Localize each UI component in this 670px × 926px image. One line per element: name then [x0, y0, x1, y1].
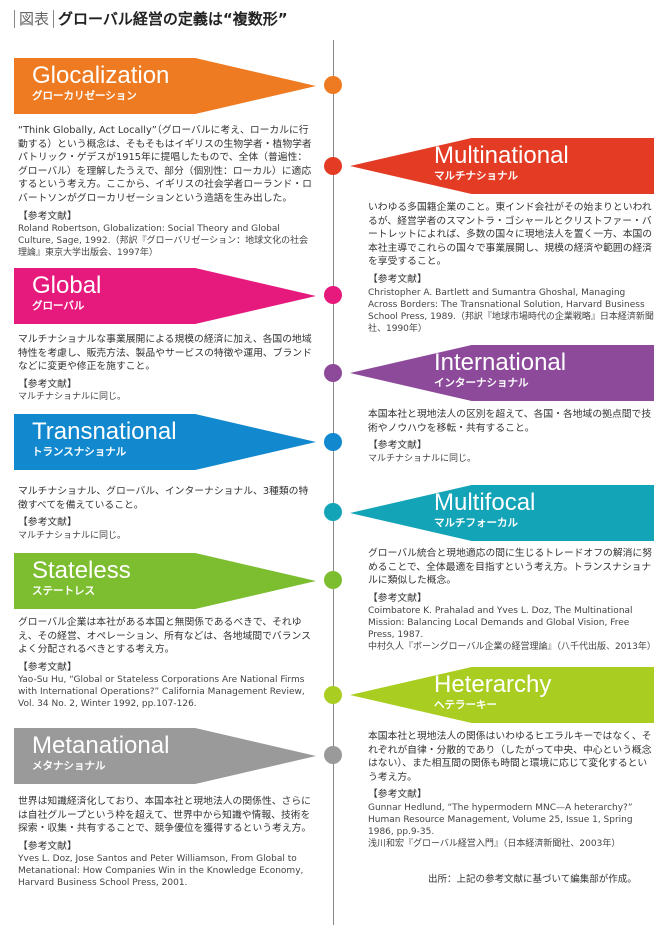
concept-name: Multifocal [434, 489, 536, 516]
concept-name: Heterarchy [434, 671, 552, 698]
figure-heading: グローバル経営の定義は“複数形” [58, 10, 288, 28]
concept-name-ja: メタナショナル [32, 760, 106, 772]
banner-multifocal: Multifocal マルチフォーカル [350, 485, 654, 541]
reference-label: 【参考文献】 [18, 517, 77, 529]
banner-transnational: Transnational トランスナショナル [14, 414, 316, 470]
concept-name-ja: グローバル [32, 300, 85, 312]
figure-tag: 図表 [14, 10, 55, 28]
timeline-dot-global [324, 286, 342, 304]
concept-description: 本国本社と現地法人の関係はいわゆるヒエラルキーではなく、それぞれが自律・分散的で… [368, 731, 652, 783]
concept-name: Multinational [434, 142, 569, 169]
reference-text: Christopher A. Bartlett and Sumantra Gho… [368, 287, 654, 334]
timeline-dot-multinational [324, 157, 342, 175]
description-heterarchy: 本国本社と現地法人の関係はいわゆるヒエラルキーではなく、それぞれが自律・分散的で… [368, 730, 656, 850]
description-metanational: 世界は知識経済化しており、本国本社と現地法人の関係性、さらには自社グループという… [18, 795, 312, 889]
source-note: 出所：上記の参考文献に基づいて編集部が作成。 [428, 874, 637, 885]
concept-name-ja: マルチナショナル [434, 170, 518, 182]
timeline-dot-metanational [324, 746, 342, 764]
banner-stateless: Stateless ステートレス [14, 553, 316, 609]
reference-text: Gunnar Hedlund, “The hypermodern MNC—A h… [368, 802, 633, 837]
description-international: 本国本社と現地法人の区別を超えて、各国・各地域の拠点間で技術やノウハウを移転・共… [368, 408, 656, 465]
concept-name-ja: マルチフォーカル [434, 517, 518, 529]
reference-label: 【参考文献】 [368, 592, 427, 604]
description-transnational: マルチナショナル、グローバル、インターナショナル、3種類の特徴すべてを備えている… [18, 485, 312, 542]
reference-text: マルチナショナルに同じ。 [18, 392, 127, 403]
reference-text: Roland Robertson, Globalization: Social … [18, 224, 309, 259]
description-global: マルチナショナルな事業展開による規模の経済に加え、各国の地域特性を考慮し、販売方… [18, 333, 312, 403]
reference-text-2: 浅川和宏『グローバル経営入門』（日本経済新聞社、2003年） [368, 838, 621, 849]
timeline-dot-transnational [324, 433, 342, 451]
reference-text-2: 中村久人『ボーングローバル企業の経営理論』（八千代出版、2013年） [368, 642, 656, 653]
concept-name: Stateless [32, 557, 131, 584]
concept-name: Glocalization [32, 62, 170, 89]
reference-text: Coimbatore K. Prahalad and Yves L. Doz, … [368, 606, 633, 641]
concept-description: “Think Globally, Act Locally”（グローバルに考え、ロ… [18, 125, 312, 204]
timeline-dot-multifocal [324, 503, 342, 521]
description-multinational: いわゆる多国籍企業のこと。東インド会社がその始まりといわれるが、経営学者のスマン… [368, 201, 656, 335]
banner-glocalization: Glocalization グローカリゼーション [14, 58, 316, 114]
banner-metanational: Metanational メタナショナル [14, 728, 316, 784]
reference-label: 【参考文献】 [18, 378, 77, 390]
concept-description: 本国本社と現地法人の区別を超えて、各国・各地域の拠点間で技術やノウハウを移転・共… [368, 409, 652, 434]
timeline-axis [333, 40, 334, 925]
reference-text: Yao-Su Hu, “Global or Stateless Corporat… [18, 675, 305, 710]
description-stateless: グローバル企業は本社がある本国と無関係であるべきで、それゆえ、その経営、オペレー… [18, 616, 312, 710]
concept-name-ja: インターナショナル [434, 377, 529, 389]
timeline-dot-international [324, 364, 342, 382]
concept-description: マルチナショナルな事業展開による規模の経済に加え、各国の地域特性を考慮し、販売方… [18, 334, 312, 373]
banner-multinational: Multinational マルチナショナル [350, 138, 654, 194]
banner-global: Global グローバル [14, 268, 316, 324]
concept-name-ja: グローカリゼーション [32, 90, 137, 102]
reference-text: Yves L. Doz, Jose Santos and Peter Willi… [18, 854, 304, 889]
reference-text: マルチナショナルに同じ。 [18, 530, 127, 541]
figure-title: 図表グローバル経営の定義は“複数形” [14, 8, 288, 29]
reference-label: 【参考文献】 [368, 440, 427, 452]
description-multifocal: グローバル統合と現地適応の間に生じるトレードオフの解消に努めることで、全体最適を… [368, 547, 656, 653]
concept-name: Metanational [32, 732, 170, 759]
description-glocalization: “Think Globally, Act Locally”（グローバルに考え、ロ… [18, 124, 312, 259]
reference-label: 【参考文献】 [18, 840, 77, 852]
concept-name-ja: ヘテラーキー [434, 699, 497, 711]
reference-label: 【参考文献】 [368, 789, 427, 801]
concept-name: Transnational [32, 418, 177, 445]
reference-label: 【参考文献】 [368, 273, 427, 285]
banner-international: International インターナショナル [350, 345, 654, 401]
timeline-dot-heterarchy [324, 686, 342, 704]
concept-name-ja: ステートレス [32, 585, 95, 597]
concept-description: グローバル統合と現地適応の間に生じるトレードオフの解消に努めることで、全体最適を… [368, 548, 653, 587]
timeline-dot-stateless [324, 571, 342, 589]
concept-description: いわゆる多国籍企業のこと。東インド会社がその始まりといわれるが、経営学者のスマン… [368, 202, 653, 268]
concept-description: 世界は知識経済化しており、本国本社と現地法人の関係性、さらには自社グループという… [18, 796, 312, 835]
banner-heterarchy: Heterarchy ヘテラーキー [350, 667, 654, 723]
reference-label: 【参考文献】 [18, 661, 77, 673]
concept-description: マルチナショナル、グローバル、インターナショナル、3種類の特徴すべてを備えている… [18, 486, 309, 511]
concept-name: International [434, 349, 567, 376]
reference-text: マルチナショナルに同じ。 [368, 453, 477, 464]
concept-name: Global [32, 272, 102, 299]
reference-label: 【参考文献】 [18, 210, 77, 222]
concept-description: グローバル企業は本社がある本国と無関係であるべきで、それゆえ、その経営、オペレー… [18, 617, 311, 656]
timeline-dot-glocalization [324, 76, 342, 94]
concept-name-ja: トランスナショナル [32, 446, 127, 458]
